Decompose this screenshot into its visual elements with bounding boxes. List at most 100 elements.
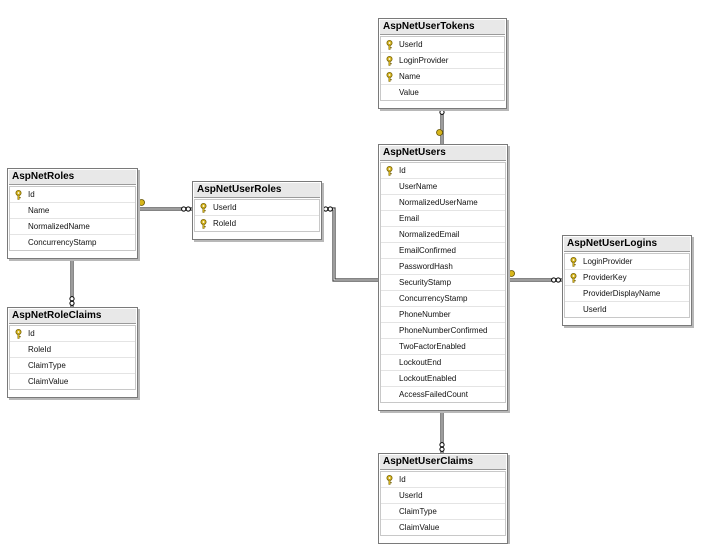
column-row[interactable]: ClaimType (10, 358, 135, 374)
column-name: ProviderKey (583, 273, 627, 282)
column-row[interactable]: ConcurrencyStamp (10, 235, 135, 250)
column-row[interactable]: SecurityStamp (381, 275, 505, 291)
column-name: PhoneNumberConfirmed (399, 326, 488, 335)
column-row[interactable]: UserId (195, 200, 319, 216)
column-name: RoleId (28, 345, 52, 354)
table-title: AspNetUserClaims (380, 455, 506, 470)
column-row[interactable]: ConcurrencyStamp (381, 291, 505, 307)
column-row[interactable]: Id (381, 163, 505, 179)
relationship-many-end-icon (551, 277, 557, 283)
table-title: AspNetRoles (9, 170, 136, 185)
column-row[interactable]: Id (10, 187, 135, 203)
table-title: AspNetUserTokens (380, 20, 505, 35)
column-name: NormalizedUserName (399, 198, 478, 207)
column-row[interactable]: PasswordHash (381, 259, 505, 275)
primary-key-icon (199, 203, 208, 213)
column-row[interactable]: UserName (381, 179, 505, 195)
column-row[interactable]: AccessFailedCount (381, 387, 505, 402)
primary-key-icon (14, 190, 23, 200)
column-row[interactable]: ProviderKey (565, 270, 689, 286)
column-name: NormalizedEmail (399, 230, 460, 239)
column-row[interactable]: Name (381, 69, 504, 85)
primary-key-icon (569, 273, 578, 283)
column-row[interactable]: RoleId (10, 342, 135, 358)
column-name: ConcurrencyStamp (399, 294, 468, 303)
column-row[interactable]: LockoutEnabled (381, 371, 505, 387)
column-row[interactable]: PhoneNumber (381, 307, 505, 323)
primary-key-icon (385, 475, 394, 485)
column-row[interactable]: RoleId (195, 216, 319, 231)
column-row[interactable]: UserId (381, 37, 504, 53)
column-row[interactable]: NormalizedUserName (381, 195, 505, 211)
column-row[interactable]: LockoutEnd (381, 355, 505, 371)
column-row[interactable]: UserId (565, 302, 689, 317)
column-row[interactable]: ProviderDisplayName (565, 286, 689, 302)
column-row[interactable]: Value (381, 85, 504, 100)
column-name: Id (28, 190, 35, 199)
column-row[interactable]: Id (381, 472, 505, 488)
column-row[interactable]: Name (10, 203, 135, 219)
column-row[interactable]: LoginProvider (565, 254, 689, 270)
primary-key-icon (385, 56, 394, 66)
column-row[interactable]: NormalizedEmail (381, 227, 505, 243)
column-name: AccessFailedCount (399, 390, 468, 399)
column-name: Id (399, 166, 406, 175)
column-name: PhoneNumber (399, 310, 451, 319)
column-row[interactable]: TwoFactorEnabled (381, 339, 505, 355)
column-row[interactable]: NormalizedName (10, 219, 135, 235)
column-name: Name (28, 206, 50, 215)
primary-key-icon (199, 219, 208, 229)
column-name: ClaimValue (28, 377, 69, 386)
relationship-many-end-icon (69, 296, 75, 302)
column-name: LockoutEnabled (399, 374, 457, 383)
column-name: LoginProvider (399, 56, 449, 65)
relationship-line (322, 207, 378, 282)
column-row[interactable]: LoginProvider (381, 53, 504, 69)
table-title: AspNetUsers (380, 146, 506, 161)
primary-key-icon (14, 329, 23, 339)
column-row[interactable]: UserId (381, 488, 505, 504)
column-name: UserId (213, 203, 237, 212)
column-row[interactable]: EmailConfirmed (381, 243, 505, 259)
column-row[interactable]: Email (381, 211, 505, 227)
column-row[interactable]: Id (10, 326, 135, 342)
column-row[interactable]: ClaimValue (10, 374, 135, 389)
column-name: LoginProvider (583, 257, 633, 266)
column-row[interactable]: ClaimValue (381, 520, 505, 535)
column-row[interactable]: ClaimType (381, 504, 505, 520)
column-name: SecurityStamp (399, 278, 452, 287)
relationship-many-end-icon (181, 206, 187, 212)
primary-key-icon (569, 257, 578, 267)
column-name: ClaimValue (399, 523, 440, 532)
column-name: UserName (399, 182, 438, 191)
column-name: UserId (583, 305, 607, 314)
column-name: NormalizedName (28, 222, 90, 231)
column-name: EmailConfirmed (399, 246, 456, 255)
column-name: LockoutEnd (399, 358, 442, 367)
primary-key-icon (385, 40, 394, 50)
column-name: Value (399, 88, 419, 97)
relationship-many-end-icon (323, 206, 329, 212)
relationship-key-end-icon (508, 270, 515, 277)
column-row[interactable]: PhoneNumberConfirmed (381, 323, 505, 339)
relationship-key-end-icon (138, 199, 145, 206)
primary-key-icon (385, 166, 394, 176)
column-name: UserId (399, 40, 423, 49)
table-title: AspNetUserLogins (564, 237, 690, 252)
column-name: ConcurrencyStamp (28, 238, 97, 247)
column-name: PasswordHash (399, 262, 453, 271)
table-title: AspNetUserRoles (194, 183, 320, 198)
